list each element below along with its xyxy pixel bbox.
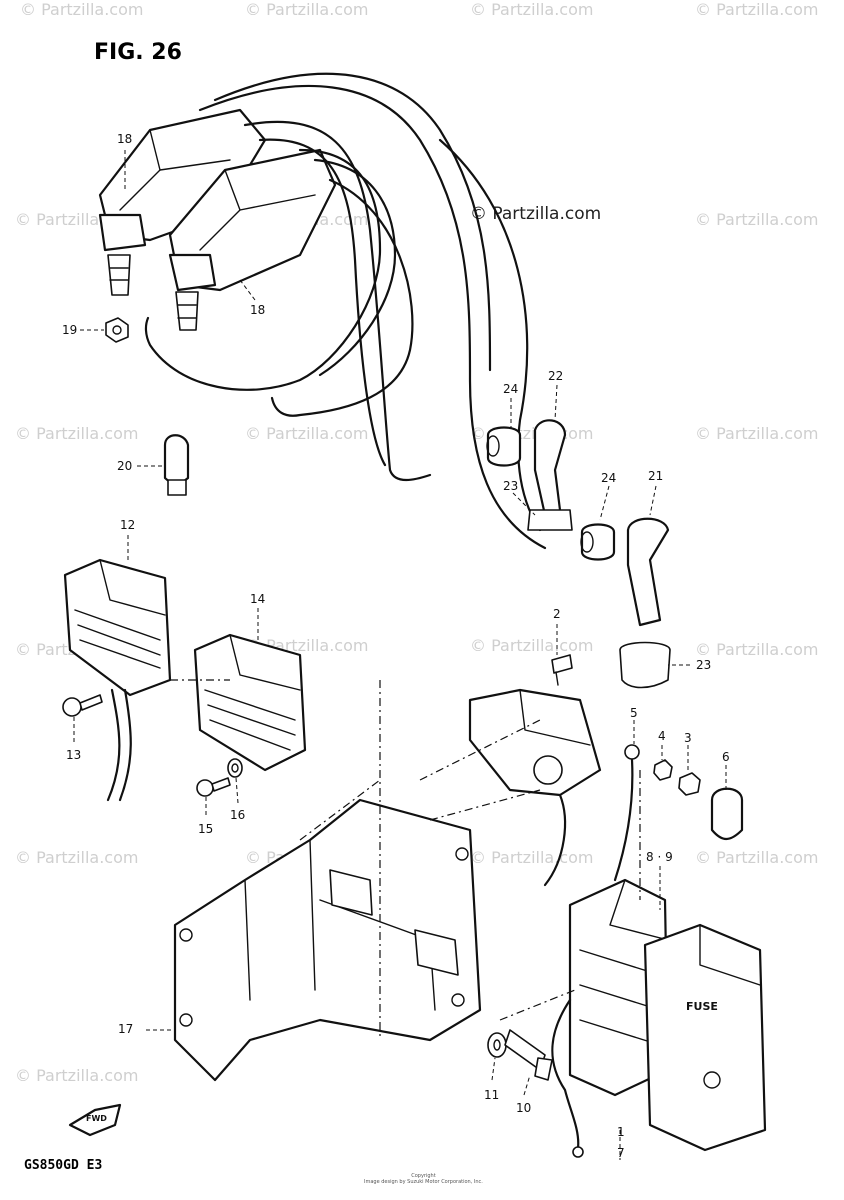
callout-2: 2 [553, 607, 561, 621]
watermark: © Partzilla.com [470, 636, 594, 655]
watermark: © Partzilla.com [245, 0, 369, 19]
model-code: GS850GD E3 [24, 1158, 103, 1173]
callout-10: 10 [516, 1101, 532, 1115]
callout-23: 23 [503, 479, 519, 493]
callout-6: 6 [722, 750, 730, 764]
washer-16 [227, 758, 243, 778]
watermark: © Partzilla.com [20, 0, 144, 19]
watermark: © Partzilla.com [695, 0, 819, 19]
callout-22: 22 [548, 369, 564, 383]
watermark: © Partzilla.com [470, 848, 594, 867]
fuse-cover [643, 923, 767, 1152]
callout-3: 3 [684, 731, 692, 745]
copyright-notice: Copyright Image design by Suzuki Motor C… [364, 1173, 483, 1185]
screw-15 [196, 777, 231, 797]
copyright-line: Image design by Suzuki Motor Corporation… [364, 1179, 483, 1185]
callout-18: 18 [117, 132, 133, 146]
nut-19 [105, 317, 129, 343]
screw-13 [62, 694, 103, 717]
watermark: © Partzilla.com [695, 848, 819, 867]
plug-cap-21 [619, 517, 671, 689]
callout-18: 18 [250, 303, 266, 317]
watermark: © Partzilla.com [15, 424, 139, 443]
lead-wire-5 [613, 744, 640, 882]
watermark: © Partzilla.com [695, 210, 819, 229]
watermark: © Partzilla.com [245, 424, 369, 443]
callout-19: 19 [62, 323, 78, 337]
fuse-box-7 [551, 878, 670, 1158]
callout-12: 12 [120, 518, 136, 532]
cap-6 [710, 787, 744, 841]
callout-23: 23 [696, 658, 712, 672]
callout-4: 4 [658, 729, 666, 743]
callout-13: 13 [66, 748, 82, 762]
callout-7: 7 [617, 1146, 625, 1160]
bolt-2 [551, 654, 573, 686]
rectifier-14 [193, 633, 307, 772]
watermark: © Partzilla.com [15, 848, 139, 867]
nut-3 [678, 772, 701, 796]
figure-title: FIG. 26 [94, 40, 182, 65]
watermark: © Partzilla.com [470, 0, 594, 19]
forward-label: FWD [86, 1114, 107, 1123]
fuse-cover-label: FUSE [686, 1000, 718, 1013]
callout-1: 1 [617, 1125, 625, 1139]
spark-plug-leads [144, 72, 547, 550]
clamp-20 [163, 434, 190, 496]
nut-4 [653, 759, 673, 781]
assembly-lines [170, 679, 641, 1040]
copyright-line: Copyright [411, 1173, 436, 1179]
seal-24-lower [580, 523, 616, 561]
bolt-10 [504, 1029, 553, 1081]
callout-24: 24 [503, 382, 519, 396]
callout-24: 24 [601, 471, 617, 485]
watermark: © Partzilla.com [15, 1066, 139, 1085]
leader-lines [73, 150, 727, 1160]
ignition-coil-front [168, 148, 337, 331]
callout-14: 14 [250, 592, 266, 606]
callout-17: 17 [118, 1022, 134, 1036]
seal-24-upper [486, 426, 522, 467]
forward-arrow-icon [68, 1103, 122, 1137]
plug-cap-22 [527, 419, 573, 531]
main-watermark: © Partzilla.com [470, 204, 602, 224]
callout-11: 11 [484, 1088, 500, 1102]
callout-8-9: 8 · 9 [646, 850, 673, 864]
callout-21: 21 [648, 469, 664, 483]
bracket-17 [173, 798, 482, 1082]
regulator-12 [63, 558, 172, 802]
watermark: © Partzilla.com [695, 424, 819, 443]
starter-relay [468, 688, 602, 887]
callout-16: 16 [230, 808, 246, 822]
callout-5: 5 [630, 706, 638, 720]
callout-20: 20 [117, 459, 133, 473]
washer-11 [487, 1032, 507, 1058]
callout-15: 15 [198, 822, 214, 836]
watermark: © Partzilla.com [695, 640, 819, 659]
